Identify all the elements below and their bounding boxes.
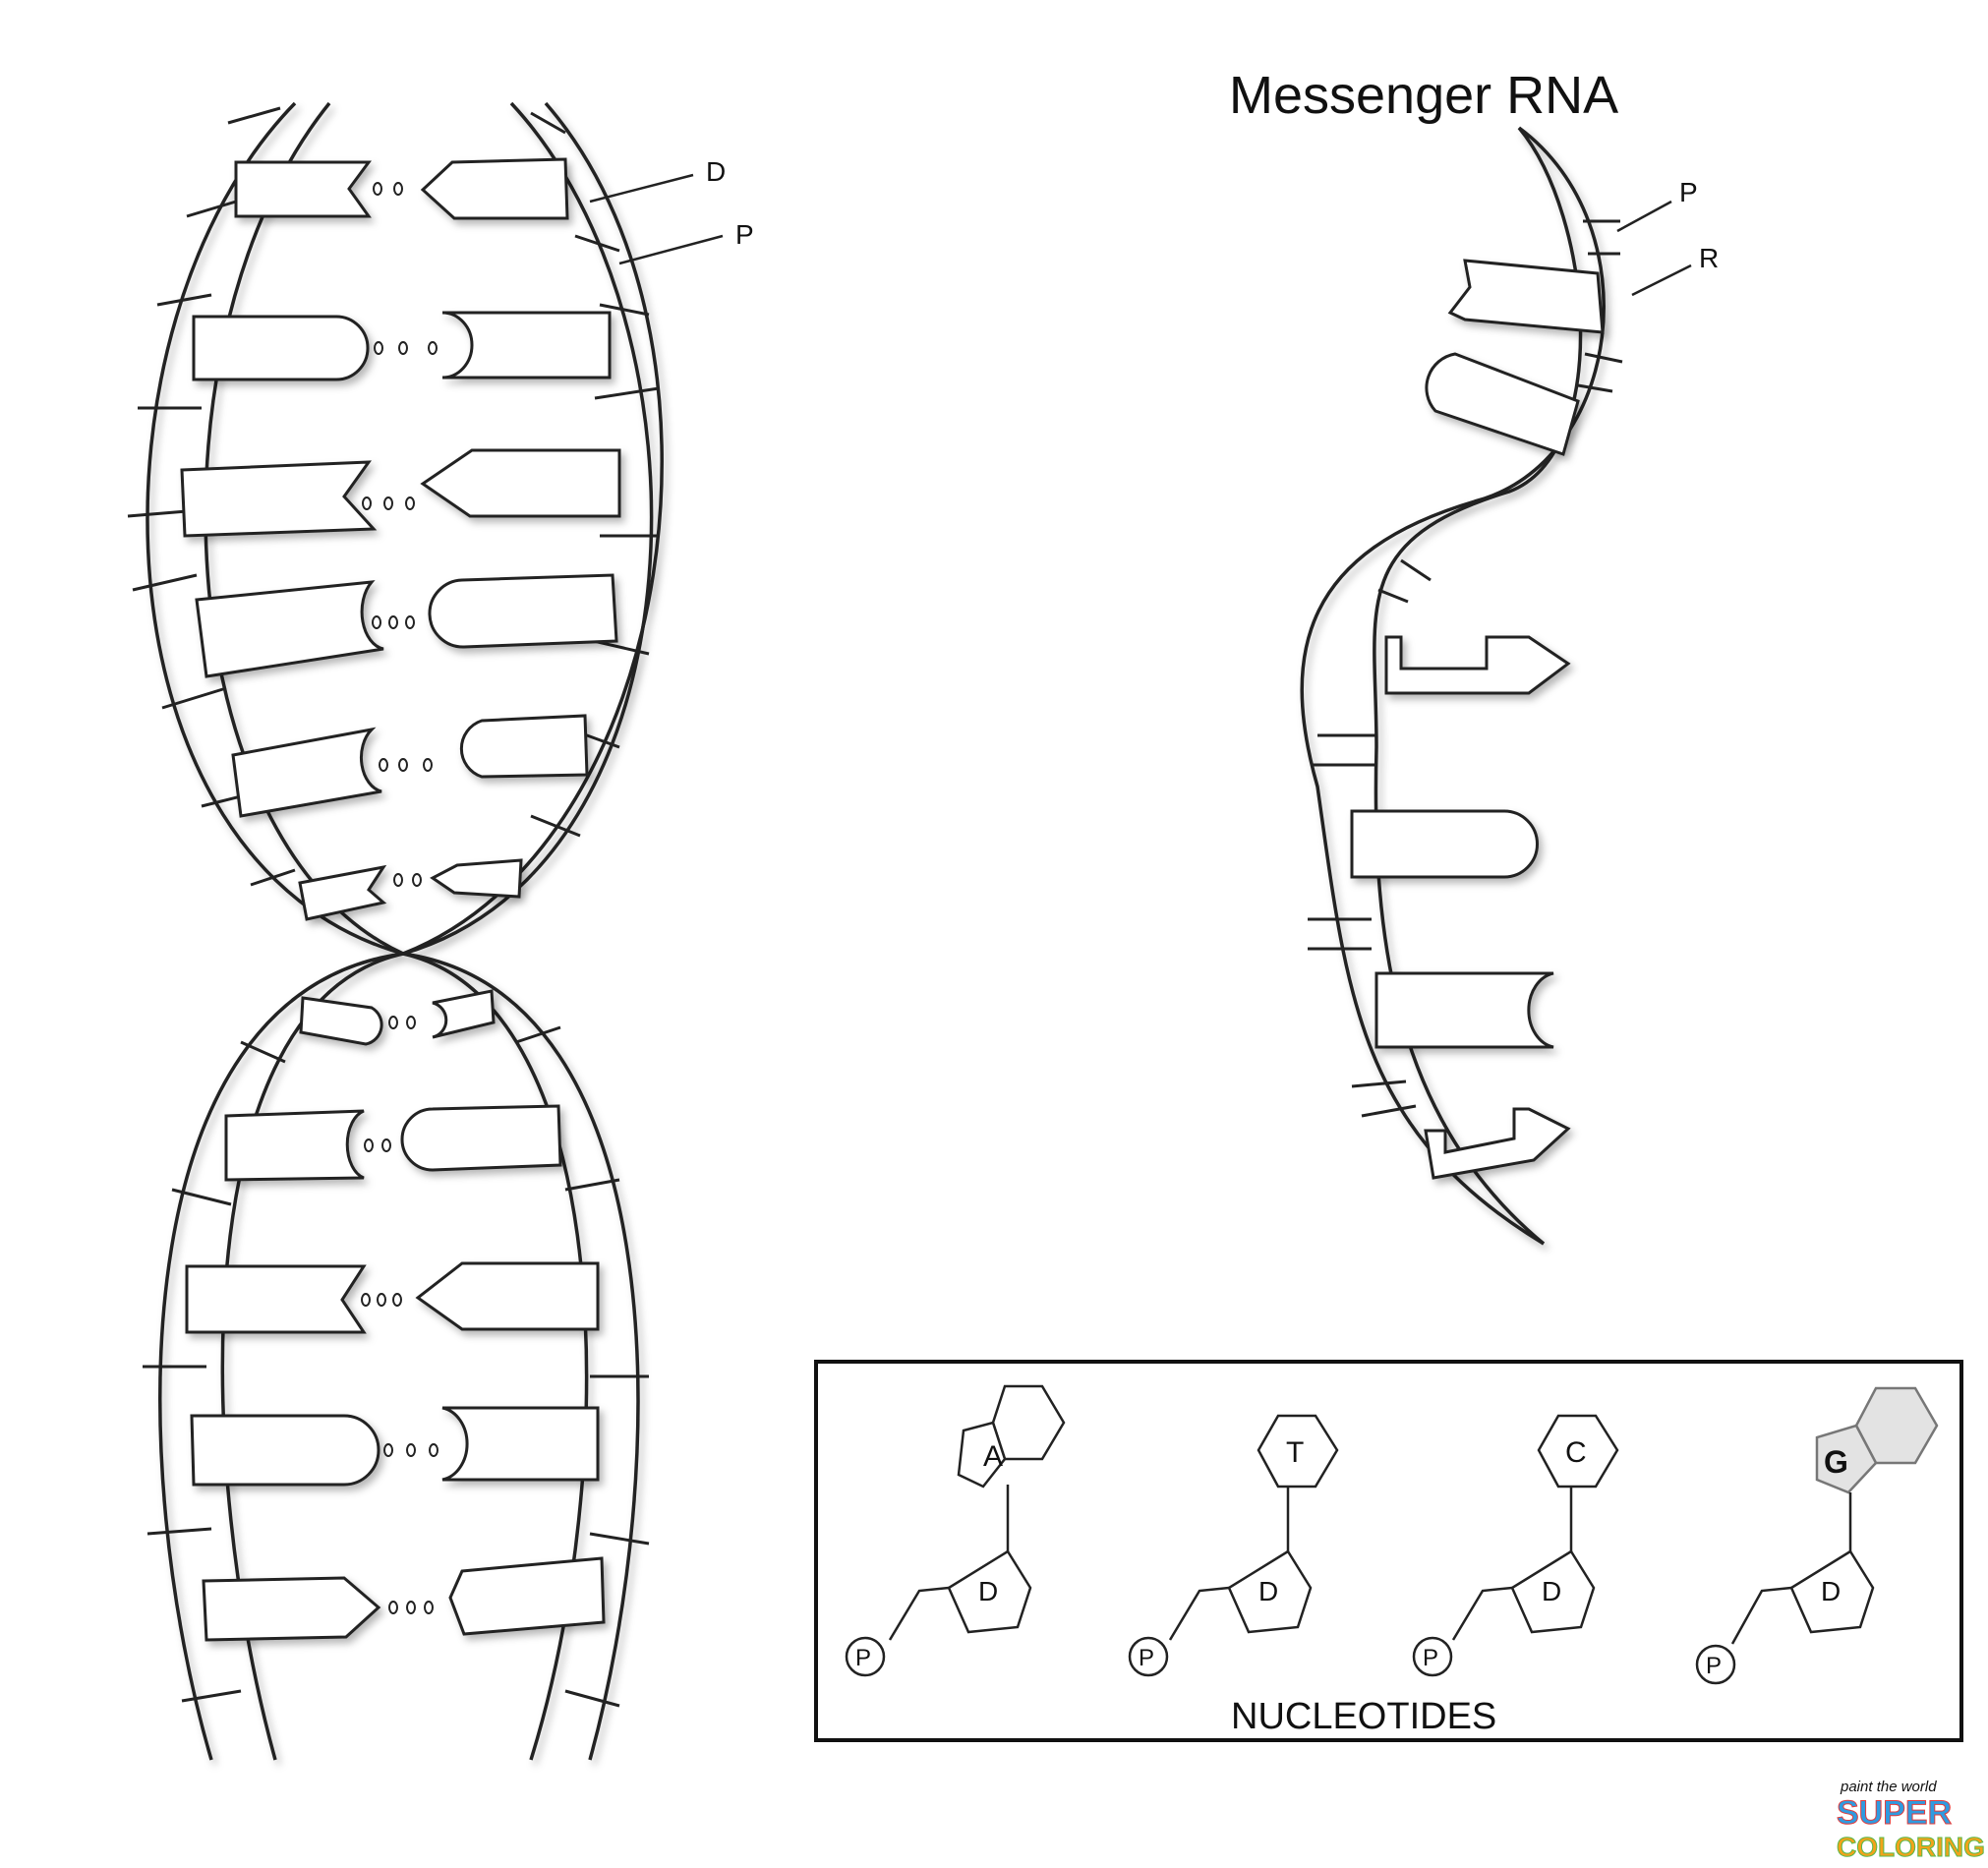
nucleotide-g: G D P	[1695, 1386, 1939, 1685]
dna-base-left	[234, 160, 372, 218]
mrna-label-ribose: R	[1699, 243, 1719, 273]
dna-hydrogen-bonds	[361, 182, 439, 1614]
watermark-word-super: SUPER	[1837, 1794, 1952, 1832]
watermark-word-coloring: COLORING	[1837, 1832, 1985, 1862]
dna-base-left	[192, 315, 370, 381]
nucleotide-phosphate-letter: P	[1706, 1653, 1722, 1679]
nucleotide-sugar-letter: D	[978, 1576, 998, 1606]
dna-base-left	[195, 580, 384, 678]
dna-base-right	[459, 714, 589, 779]
nucleotide-phosphate-circle	[1128, 1636, 1169, 1677]
nucleotide-c: C D P	[1412, 1414, 1619, 1677]
dna-base-left	[299, 996, 383, 1046]
mrna-label-phosphate: P	[1679, 177, 1698, 207]
nucleotide-phosphate-letter: P	[855, 1645, 871, 1671]
dna-base-left	[298, 864, 387, 921]
nucleotide-base-letter: C	[1565, 1436, 1587, 1469]
messenger-rna: Messenger RNA	[1229, 66, 1719, 1246]
mrna-base	[1424, 1107, 1571, 1180]
dna-base-left	[190, 1414, 380, 1487]
super-coloring-watermark: paint the world SUPER COLORING	[1837, 1779, 1986, 1863]
nucleotide-sugar-letter: D	[1542, 1576, 1561, 1606]
nucleotides-panel: A D P T D P C D P	[814, 1360, 1963, 1742]
dna-backbone-rungs	[127, 106, 660, 1708]
dna-label-deoxyribose: D	[706, 156, 726, 187]
nucleotide-base-letter: T	[1286, 1436, 1304, 1469]
nucleotide-phosphate-circle	[1695, 1644, 1736, 1685]
mrna-base	[1384, 635, 1571, 695]
dna-base-right	[430, 858, 523, 899]
dna-base-left	[224, 1109, 365, 1182]
nucleotide-sugar-letter: D	[1821, 1576, 1841, 1606]
dna-base-left	[180, 460, 378, 538]
dna-base-pairs	[180, 157, 621, 1642]
nucleotide-phosphate-circle	[845, 1636, 886, 1677]
dna-base-right	[420, 448, 621, 518]
watermark-tagline: paint the world	[1840, 1779, 1937, 1795]
nucleotide-phosphate-letter: P	[1423, 1645, 1438, 1671]
dna-part-labels: D P	[589, 156, 754, 265]
nucleotide-phosphate-letter: P	[1139, 1645, 1154, 1671]
nucleotide-a: A D P	[845, 1384, 1066, 1677]
nucleotide-sugar-letter: D	[1258, 1576, 1278, 1606]
nucleotides-frame	[814, 1360, 1963, 1742]
dna-base-left	[202, 1576, 381, 1642]
mrna-backbone-rungs	[1308, 219, 1623, 1118]
nucleotide-base-letter: A	[983, 1440, 1003, 1473]
mrna-part-labels: P R	[1616, 177, 1719, 297]
mrna-base	[1374, 971, 1554, 1049]
dna-base-right	[432, 989, 496, 1039]
mrna-base	[1425, 352, 1580, 456]
dna-base-right	[441, 311, 612, 379]
dna-base-right	[448, 1556, 606, 1636]
dna-base-right	[428, 573, 618, 649]
mrna-base	[1350, 809, 1539, 879]
dna-base-left	[185, 1264, 367, 1334]
nucleotide-base-letter: G	[1824, 1444, 1848, 1480]
nucleotide-phosphate-circle	[1412, 1636, 1453, 1677]
dna-base-right	[441, 1406, 600, 1482]
mrna-bases	[1350, 259, 1605, 1180]
dna-base-right	[415, 1261, 600, 1331]
mrna-base	[1447, 259, 1605, 334]
mrna-title: Messenger RNA	[1229, 66, 1618, 125]
dna-base-right	[420, 157, 569, 220]
dna-base-left	[231, 727, 382, 818]
dna-label-phosphate: P	[735, 219, 754, 250]
dna-base-right	[400, 1104, 562, 1172]
nucleotide-t: T D P	[1128, 1414, 1339, 1677]
nucleotides-caption: NUCLEOTIDES	[1231, 1696, 1496, 1737]
dna-double-helix: D P	[127, 101, 754, 1761]
